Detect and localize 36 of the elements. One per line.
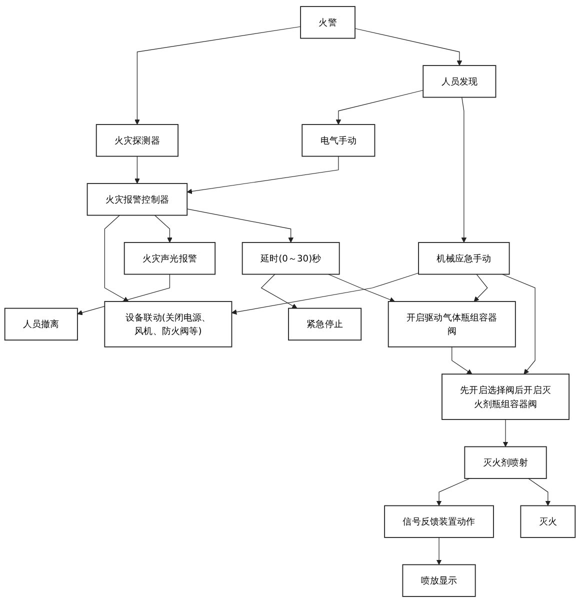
node-box: 火灾声光报警 xyxy=(124,242,216,275)
node-box: 先开启选择阀后开启灭火剂瓶组容器阀 xyxy=(442,374,570,420)
node-box: 信号反馈装置动作 xyxy=(384,505,494,538)
arrow xyxy=(186,208,294,243)
arrow xyxy=(461,97,467,243)
node-box: 灭火 xyxy=(520,505,576,538)
node-box: 人员发现 xyxy=(422,65,496,98)
arrow xyxy=(260,274,298,309)
arrow xyxy=(452,346,472,374)
arrow xyxy=(154,214,172,243)
arrow xyxy=(474,274,488,302)
node-box: 喷放显示 xyxy=(402,564,476,597)
node-box: 火灾探测器 xyxy=(96,124,178,157)
node-box: 灭火剂喷射 xyxy=(464,446,547,479)
node-box: 紧急停止 xyxy=(288,308,362,341)
node-box: 开启驱动气体瓶组容器阀 xyxy=(388,301,516,348)
node-box: 火灾报警控制器 xyxy=(86,183,188,216)
node-box: 人员撤离 xyxy=(4,308,78,341)
arrow xyxy=(134,26,301,125)
node-box: 设备联动(关闭电源、风机、防火阀等) xyxy=(104,301,232,348)
arrow xyxy=(232,272,419,315)
arrow xyxy=(354,28,462,66)
arrow xyxy=(502,274,536,374)
arrow xyxy=(336,90,424,125)
node-box: 电气手动 xyxy=(302,124,376,157)
arrow xyxy=(186,156,339,194)
arrow xyxy=(134,156,140,184)
node-box: 延时(0～30)秒 xyxy=(242,242,340,275)
arrow xyxy=(436,537,442,565)
arrow xyxy=(436,478,470,506)
arrow xyxy=(528,478,551,506)
arrow xyxy=(328,274,395,302)
node-box: 机械应急手动 xyxy=(418,242,510,275)
arrow xyxy=(104,214,129,302)
node-box: 火警 xyxy=(300,6,356,39)
arrow xyxy=(502,419,508,447)
